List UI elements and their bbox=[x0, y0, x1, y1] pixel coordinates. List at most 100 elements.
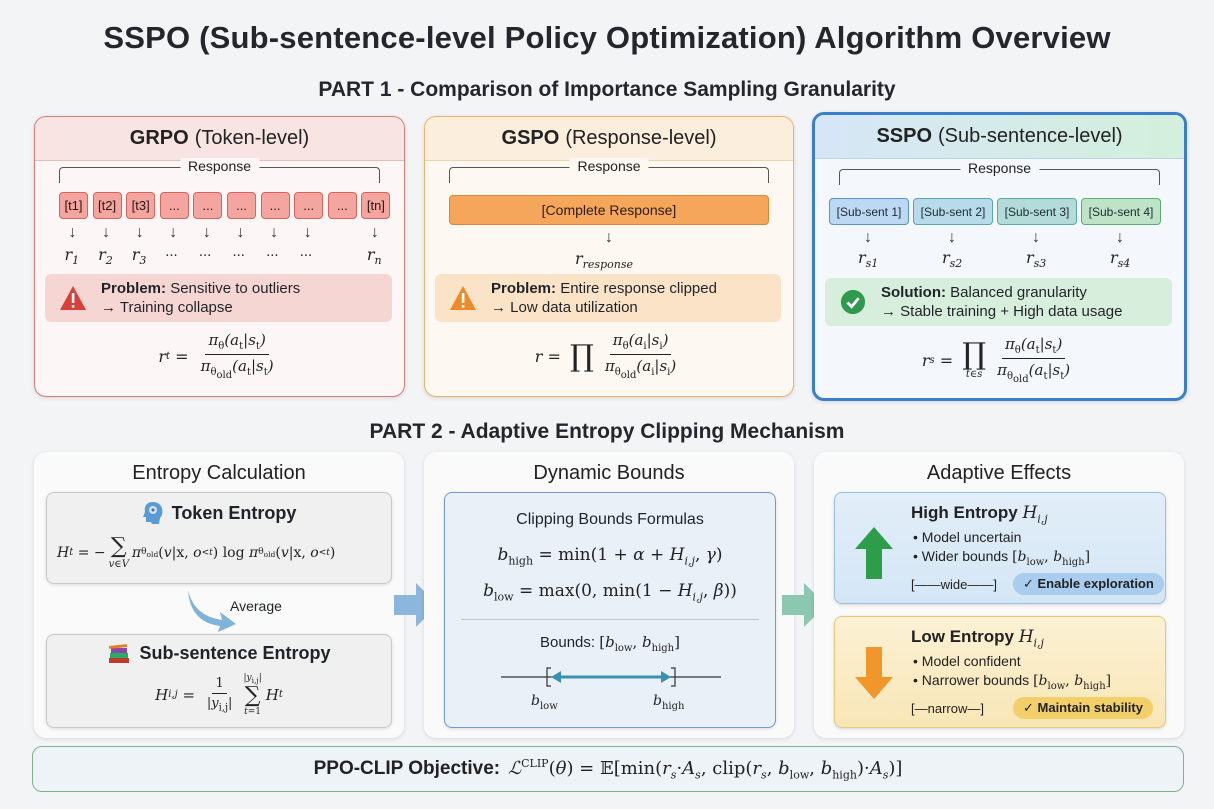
sspo-subsentence-block: [Sub-sent 3] bbox=[997, 198, 1077, 225]
down-arrow-icon: ↓ bbox=[370, 224, 379, 241]
effects-panel: Adaptive Effects High Entropy Hi,j • Mod… bbox=[814, 452, 1184, 738]
down-arrow-icon: ↓ bbox=[169, 224, 178, 241]
grpo-reward-label: ... bbox=[198, 245, 212, 260]
grpo-reward-label: rn bbox=[366, 245, 382, 268]
grpo-token: [t1] bbox=[59, 192, 88, 219]
gspo-card: GSPO (Response-level) Response [Complete… bbox=[424, 116, 794, 397]
gspo-down-arrow: ↓ bbox=[605, 229, 613, 246]
low-entropy-bullet-2: • Narrower bounds [blow, bhigh] bbox=[913, 672, 1112, 692]
sub-entropy-title: Sub-sentence Entropy bbox=[139, 643, 331, 663]
grpo-reward-label: ... bbox=[299, 245, 313, 260]
bounds-interval-diagram bbox=[501, 667, 721, 687]
grpo-token: [t2] bbox=[92, 192, 122, 219]
gspo-name: GSPO bbox=[501, 127, 560, 149]
part2-title: PART 2 - Adaptive Entropy Clipping Mecha… bbox=[369, 420, 845, 443]
grpo-reward-label: r1 bbox=[64, 245, 80, 268]
gspo-complete-response-block: [Complete Response] bbox=[449, 195, 769, 225]
check-circle-icon bbox=[840, 289, 866, 315]
sspo-reward-label: rs3 bbox=[1026, 248, 1047, 271]
sspo-reward-label: rs2 bbox=[942, 248, 963, 271]
sspo-subsentence-block: [Sub-sent 1] bbox=[829, 198, 909, 225]
gspo-problem-desc: Entire response clipped bbox=[560, 280, 717, 297]
down-arrow-icon: ↓ bbox=[948, 229, 956, 246]
bounds-panel: Dynamic Bounds Clipping Bounds Formulas … bbox=[424, 452, 794, 738]
bounds-line: Bounds: [blow, bhigh] bbox=[445, 633, 775, 654]
down-arrow-icon: ↓ bbox=[864, 229, 872, 246]
wide-bracket: [——wide——] bbox=[911, 577, 997, 592]
effects-panel-title: Adaptive Effects bbox=[926, 462, 1072, 484]
high-entropy-title: High Entropy Hi,j bbox=[911, 503, 1048, 525]
warning-icon bbox=[60, 286, 86, 310]
grpo-reward-label: ... bbox=[266, 245, 279, 260]
sspo-response-label: Response bbox=[959, 160, 1040, 176]
bounds-panel-title: Dynamic Bounds bbox=[533, 462, 685, 484]
sub-entropy-heading: Sub-sentence Entropy bbox=[47, 643, 391, 664]
sspo-solution-consequence: → Stable training + High data usage bbox=[881, 303, 1123, 320]
grpo-name: GRPO bbox=[129, 127, 189, 149]
low-bound-formula: blow = max(0, min(1 − Hi,j, β)) bbox=[483, 581, 737, 604]
sspo-solution-label: Solution: bbox=[881, 284, 946, 301]
high-bound-formula: bhigh = min(1 + α + Hi,j, γ) bbox=[497, 545, 723, 568]
clipping-bounds-box: Clipping Bounds Formulas bhigh = min(1 +… bbox=[444, 492, 776, 728]
grpo-token: ... bbox=[294, 192, 324, 219]
down-arrow-icon: ↓ bbox=[236, 224, 245, 241]
down-arrow-icon: ↓ bbox=[202, 224, 211, 241]
low-entropy-title-text: Low Entropy bbox=[911, 627, 1014, 646]
gspo-level: (Response-level) bbox=[565, 127, 717, 149]
entropy-panel-title: Entropy Calculation bbox=[132, 462, 306, 484]
sspo-solution-text: Solution: Balanced granularity → Stable … bbox=[881, 283, 1122, 321]
gspo-response-label: Response bbox=[569, 158, 649, 174]
grpo-token: [t3] bbox=[126, 192, 156, 219]
high-entropy-bullet-1: • Model uncertain bbox=[913, 529, 1022, 545]
gspo-reward: rresponse bbox=[575, 249, 633, 272]
high-entropy-symbol: Hi,j bbox=[1022, 503, 1048, 526]
sspo-subsentence-block: [Sub-sent 4] bbox=[1081, 198, 1161, 225]
grpo-response-label: Response bbox=[179, 158, 260, 174]
clipping-bounds-title: Clipping Bounds Formulas bbox=[516, 511, 704, 528]
books-icon bbox=[109, 643, 130, 663]
enable-exploration-badge: ✓ Enable exploration bbox=[1013, 573, 1164, 595]
high-entropy-title-text: High Entropy bbox=[911, 503, 1018, 522]
grpo-problem-label: Problem: bbox=[101, 280, 167, 297]
gspo-response-bracket: Response bbox=[449, 158, 769, 183]
gspo-problem-label: Problem: bbox=[491, 280, 557, 297]
objective-label: PPO-CLIP Objective: bbox=[313, 758, 501, 779]
gspo-formula: r = ∏ πθ(ai|si)πθold(ai|si) bbox=[534, 331, 677, 381]
sspo-card-header: SSPO (Sub-sentence-level) bbox=[815, 115, 1184, 159]
grpo-token: ... bbox=[159, 192, 189, 219]
sspo-solution-desc: Balanced granularity bbox=[950, 284, 1087, 301]
bounds-label: Bounds: bbox=[540, 634, 596, 651]
down-arrow-icon: ↓ bbox=[1116, 229, 1124, 246]
page-title: SSPO (Sub-sentence-level Policy Optimiza… bbox=[103, 20, 1111, 55]
curved-down-arrow-icon bbox=[188, 590, 236, 632]
gspo-card-header: GSPO (Response-level) bbox=[425, 117, 793, 161]
high-entropy-card: High Entropy Hi,j • Model uncertain • Wi… bbox=[834, 492, 1166, 604]
grpo-token: ... bbox=[227, 192, 256, 219]
grpo-reward-label: r2 bbox=[98, 245, 113, 268]
grpo-reward-label: ... bbox=[232, 245, 245, 260]
high-entropy-bullet-2: • Wider bounds [blow, bhigh] bbox=[913, 548, 1091, 568]
down-arrow-icon: ↓ bbox=[135, 224, 144, 241]
grpo-level: (Token-level) bbox=[194, 127, 310, 149]
down-arrow-icon: ↓ bbox=[68, 224, 77, 241]
b-low-label: blow bbox=[531, 693, 558, 712]
down-arrow-icon: ↓ bbox=[270, 224, 279, 241]
b-high-label: bhigh bbox=[653, 693, 685, 712]
gspo-problem-consequence: → Low data utilization bbox=[491, 299, 638, 316]
low-entropy-symbol: Hi,j bbox=[1018, 627, 1044, 650]
grpo-reward-label: r3 bbox=[131, 245, 147, 268]
maintain-stability-badge: ✓ Maintain stability bbox=[1013, 697, 1153, 719]
down-arrow-icon: ↓ bbox=[102, 224, 111, 241]
token-entropy-heading: Token Entropy bbox=[47, 501, 391, 525]
sspo-card: SSPO (Sub-sentence-level) Response [Sub-… bbox=[812, 112, 1187, 401]
warning-icon bbox=[450, 286, 476, 310]
up-arrow-icon bbox=[855, 527, 893, 579]
sspo-solution-box: Solution: Balanced granularity → Stable … bbox=[825, 278, 1172, 326]
